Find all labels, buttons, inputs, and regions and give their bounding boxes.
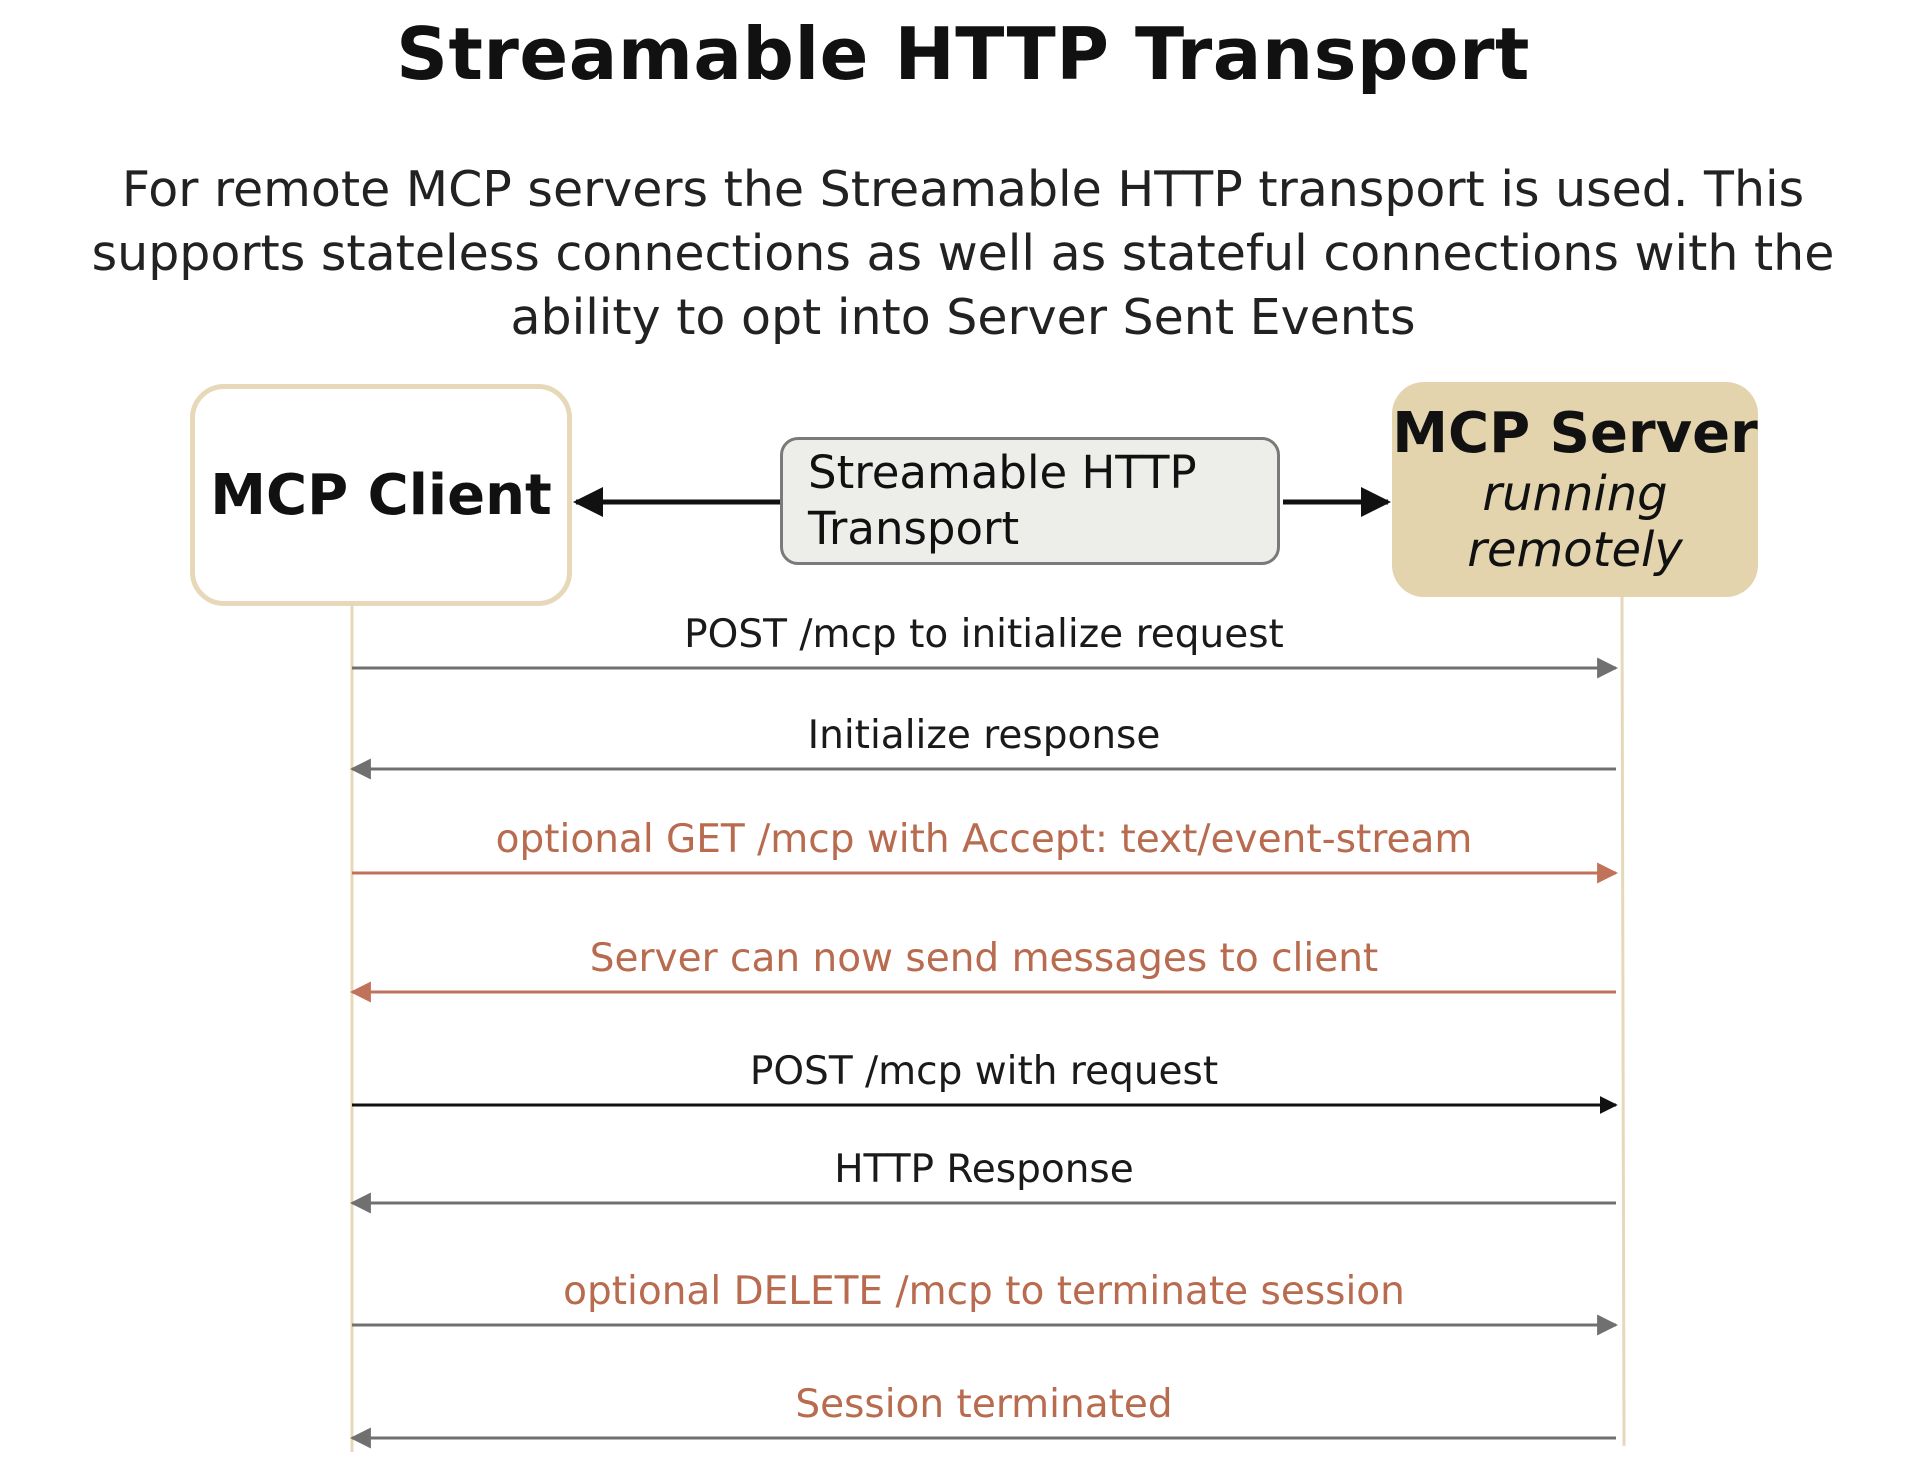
message-label-2: Initialize response bbox=[807, 713, 1161, 758]
page-subtitle: For remote MCP servers the Streamable HT… bbox=[91, 161, 1835, 346]
mcp-server-box: MCP Server running remotely bbox=[1392, 382, 1758, 597]
message-label-8: Session terminated bbox=[795, 1382, 1173, 1427]
mcp-server-label: MCP Server bbox=[1392, 400, 1758, 466]
message-label-1: POST /mcp to initialize request bbox=[684, 612, 1284, 657]
transport-label-line2: Transport bbox=[808, 502, 1020, 555]
server-lifeline bbox=[1620, 596, 1626, 1447]
streamable-http-transport-box: Streamable HTTP Transport bbox=[780, 437, 1280, 565]
message-label-3: optional GET /mcp with Accept: text/even… bbox=[495, 817, 1473, 862]
mcp-client-label: MCP Client bbox=[210, 462, 552, 528]
message-label-4: Server can now send messages to client bbox=[589, 936, 1379, 981]
message-label-6: HTTP Response bbox=[834, 1147, 1134, 1192]
message-label-7: optional DELETE /mcp to terminate sessio… bbox=[563, 1269, 1405, 1314]
mcp-client-box: MCP Client bbox=[190, 384, 572, 606]
transport-label-line1: Streamable HTTP bbox=[808, 446, 1197, 499]
mcp-server-sub-line2: remotely bbox=[1467, 521, 1683, 578]
mcp-server-sub-line1: running bbox=[1482, 465, 1668, 522]
message-label-5: POST /mcp with request bbox=[749, 1049, 1219, 1094]
page-title: Streamable HTTP Transport bbox=[396, 12, 1530, 96]
